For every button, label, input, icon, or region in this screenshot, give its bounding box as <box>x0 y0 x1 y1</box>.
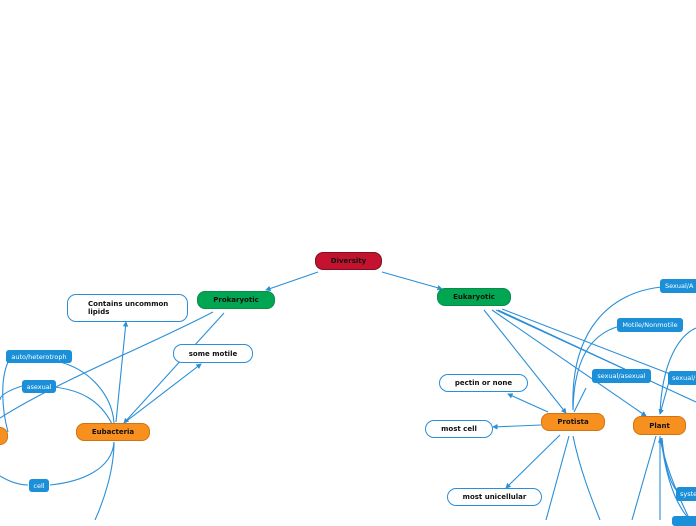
tag-bottom-right[interactable] <box>672 516 696 526</box>
edge-plant-in <box>658 437 691 520</box>
edge-protista-mostcell <box>492 424 542 430</box>
edge-left-asexual <box>0 385 23 401</box>
edge-protista-motile <box>572 325 621 411</box>
edge-eukaryotic-protista <box>483 309 567 414</box>
node-most-unicellular[interactable]: most unicellular <box>447 488 542 506</box>
edge-plant-down1 <box>631 435 657 520</box>
tag-asexual[interactable]: asexual <box>22 380 56 393</box>
edge-eubacteria-down <box>94 441 115 520</box>
node-contains-lipids[interactable]: Contains uncommon lipids <box>67 294 188 322</box>
edge-protista-down1 <box>545 435 570 520</box>
edge-protista-pectin <box>507 393 549 413</box>
edge-eubacteria-auto <box>59 361 115 424</box>
node-eukaryotic[interactable]: Eukaryotic <box>437 288 511 306</box>
tag-auto-heterotroph[interactable]: auto/heterotroph <box>6 350 72 363</box>
edge-protista-sexual-top <box>572 286 663 411</box>
edge-protista-unicellular <box>505 434 561 489</box>
edge-eukaryotic-right1 <box>501 308 696 385</box>
edge-prokaryotic-left <box>0 311 214 419</box>
edge-protista-sexual-asexual <box>573 387 587 413</box>
node-eubacteria[interactable]: Eubacteria <box>76 423 150 441</box>
tag-cell[interactable]: cell <box>29 479 49 492</box>
node-prokaryotic[interactable]: Prokaryotic <box>197 291 275 309</box>
tag-sexual-asexual[interactable]: sexual/asexual <box>592 369 651 383</box>
edge-eubacteria-lipids <box>115 321 129 423</box>
node-diversity[interactable]: Diversity <box>315 252 382 270</box>
node-protista[interactable]: Protista <box>541 413 605 431</box>
node-plant[interactable]: Plant <box>633 416 686 435</box>
tag-sexual-right[interactable]: sexual/ <box>668 371 696 385</box>
edge-eubacteria-asexual <box>53 386 113 425</box>
edge-left-cell <box>0 475 29 486</box>
tag-syste[interactable]: syste <box>676 487 696 501</box>
edge-plant-arc <box>659 327 696 415</box>
tag-motile-nonmotile[interactable]: Motile/Nonmotile <box>617 318 683 332</box>
edge-diversity-eukaryotic <box>381 271 443 291</box>
edge-eubacteria-cell <box>49 441 115 486</box>
node-pectin-or-none[interactable]: pectin or none <box>439 374 528 392</box>
node-most-cell[interactable]: most cell <box>425 420 493 438</box>
edge-eukaryotic-plant <box>491 309 647 417</box>
edge-diversity-prokaryotic <box>265 271 319 292</box>
edge-eubacteria-motile <box>123 363 202 424</box>
edge-plant-down3 <box>660 437 691 520</box>
tag-sexual-a-top[interactable]: Sexual/A <box>660 279 696 293</box>
edge-prokaryotic-eubacteria <box>123 312 225 424</box>
edge-left-auto <box>2 361 9 433</box>
node-some-motile[interactable]: some motile <box>173 344 253 363</box>
edge-protista-down2 <box>572 435 601 520</box>
